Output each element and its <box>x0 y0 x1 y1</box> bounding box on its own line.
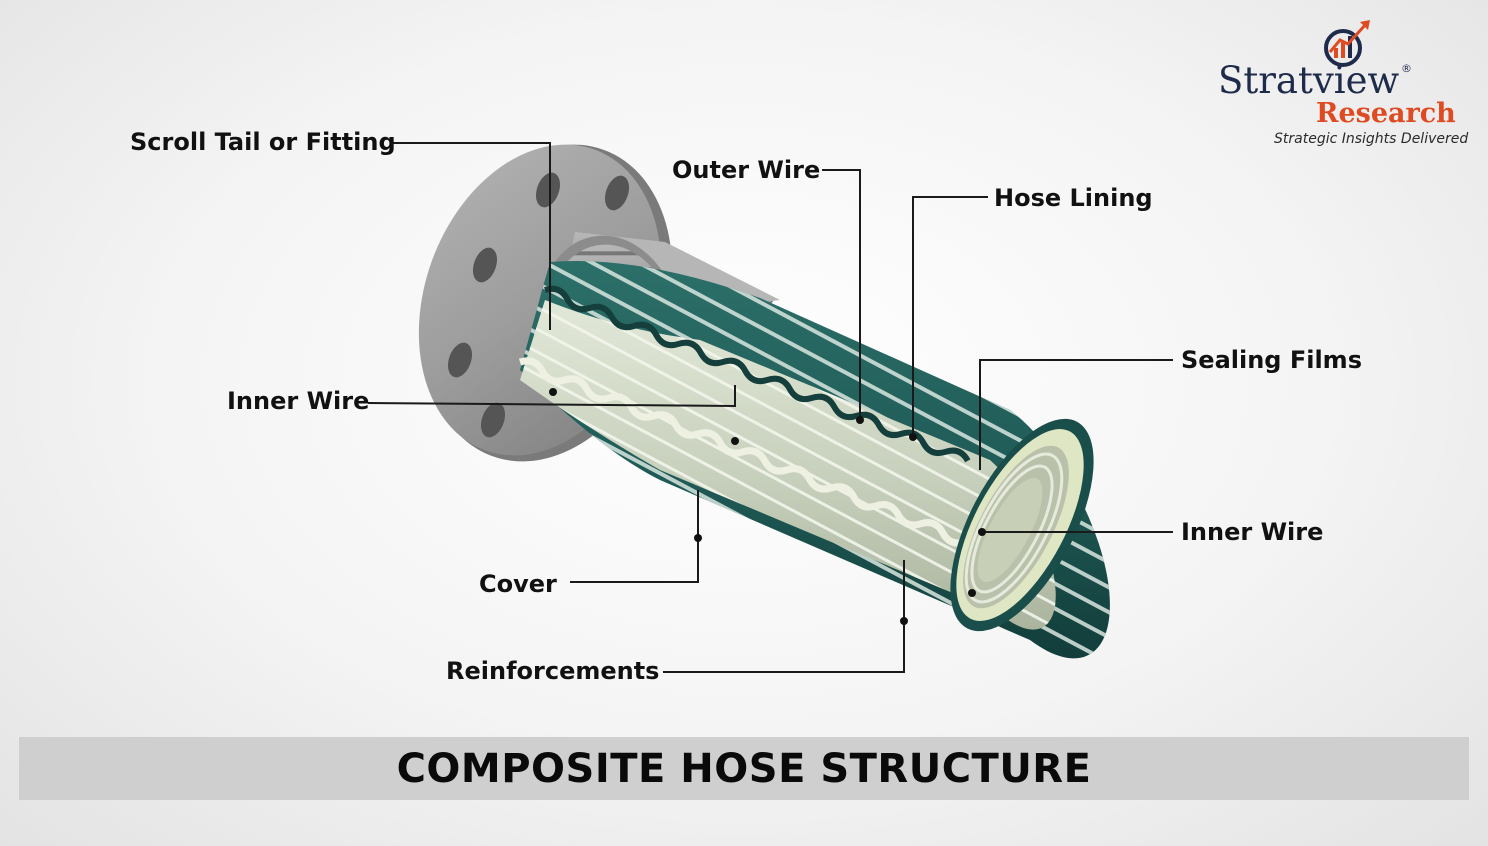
label-scroll-tail: Scroll Tail or Fitting <box>130 128 396 156</box>
stratview-logo: Stratview ® Research Strategic Insights … <box>1218 20 1468 147</box>
leader-lines <box>367 142 1173 673</box>
diagram-title: COMPOSITE HOSE STRUCTURE <box>396 745 1092 792</box>
magnifier-growth-chart-icon <box>1324 20 1370 67</box>
label-sealing-films: Sealing Films <box>1181 346 1362 374</box>
title-band: COMPOSITE HOSE STRUCTURE <box>19 737 1469 800</box>
logo-registered: ® <box>1401 62 1412 75</box>
label-reinforcements: Reinforcements <box>446 657 659 685</box>
label-inner-wire-right: Inner Wire <box>1181 518 1323 546</box>
label-cover: Cover <box>479 570 557 598</box>
bolt-hole <box>472 247 498 283</box>
bolt-hole <box>604 175 630 211</box>
label-outer-wire: Outer Wire <box>672 156 820 184</box>
bolt-hole <box>480 402 506 438</box>
bolt-hole <box>447 342 473 378</box>
logo-research: Research <box>1316 98 1456 129</box>
logo-tagline: Strategic Insights Delivered <box>1274 131 1468 147</box>
logo-name: Stratview <box>1218 59 1399 102</box>
bolt-hole <box>535 172 561 208</box>
hose-end <box>950 418 1094 632</box>
label-hose-lining: Hose Lining <box>994 184 1153 212</box>
label-inner-wire-left: Inner Wire <box>227 387 369 415</box>
